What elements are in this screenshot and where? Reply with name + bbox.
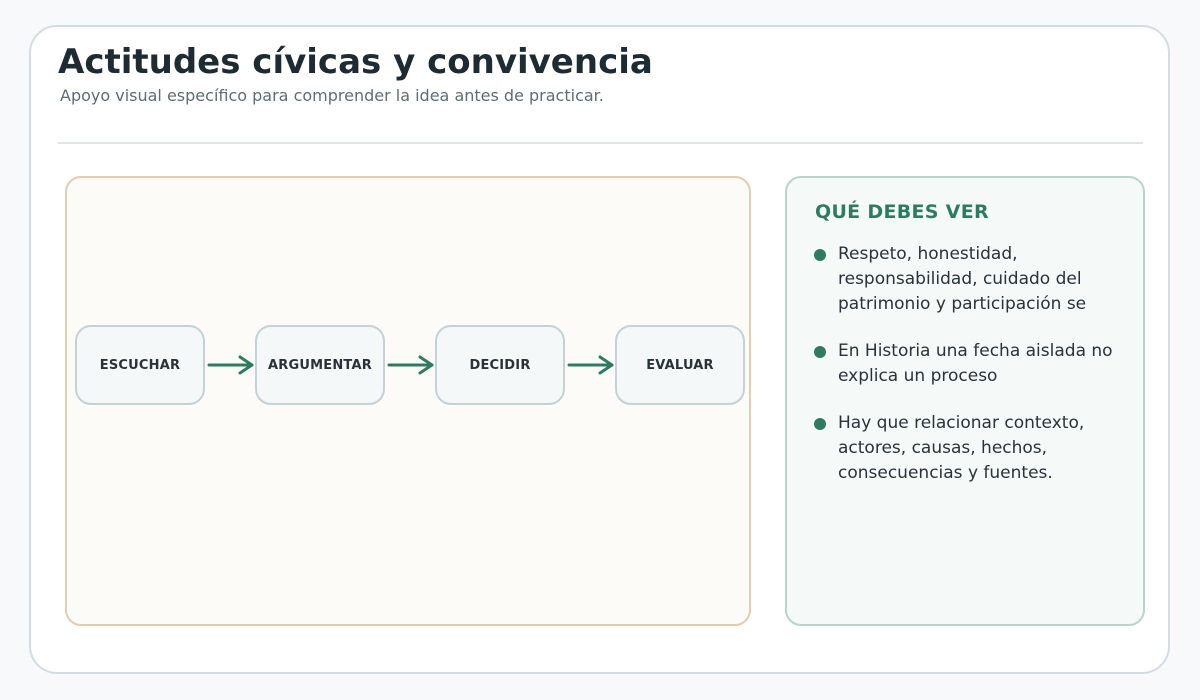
info-bullet-text: Respeto, honestidad, responsabilidad, cu…: [838, 244, 1087, 314]
flow-step-argumentar: ARGUMENTAR: [255, 325, 385, 405]
flow-step-decidir: DECIDIR: [435, 325, 565, 405]
page-subtitle: Apoyo visual específico para comprender …: [60, 86, 604, 105]
info-bullet: En Historia una fecha aislada no explica…: [814, 339, 1128, 389]
flow-step-escuchar: ESCUCHAR: [75, 325, 205, 405]
page-title: Actitudes cívicas y convivencia: [58, 42, 653, 82]
info-bullet-text: En Historia una fecha aislada no explica…: [838, 341, 1113, 386]
info-bullet-text: Hay que relacionar contexto, actores, ca…: [838, 413, 1085, 483]
info-panel: [785, 176, 1145, 626]
header-divider: [58, 142, 1143, 144]
flow-step-evaluar: EVALUAR: [615, 325, 745, 405]
info-bullet: Respeto, honestidad, responsabilidad, cu…: [814, 242, 1128, 317]
bullet-dot-icon: [814, 346, 826, 358]
info-heading: QUÉ DEBES VER: [815, 201, 989, 223]
info-bullet: Hay que relacionar contexto, actores, ca…: [814, 411, 1128, 486]
bullet-dot-icon: [814, 249, 826, 261]
bullet-dot-icon: [814, 418, 826, 430]
